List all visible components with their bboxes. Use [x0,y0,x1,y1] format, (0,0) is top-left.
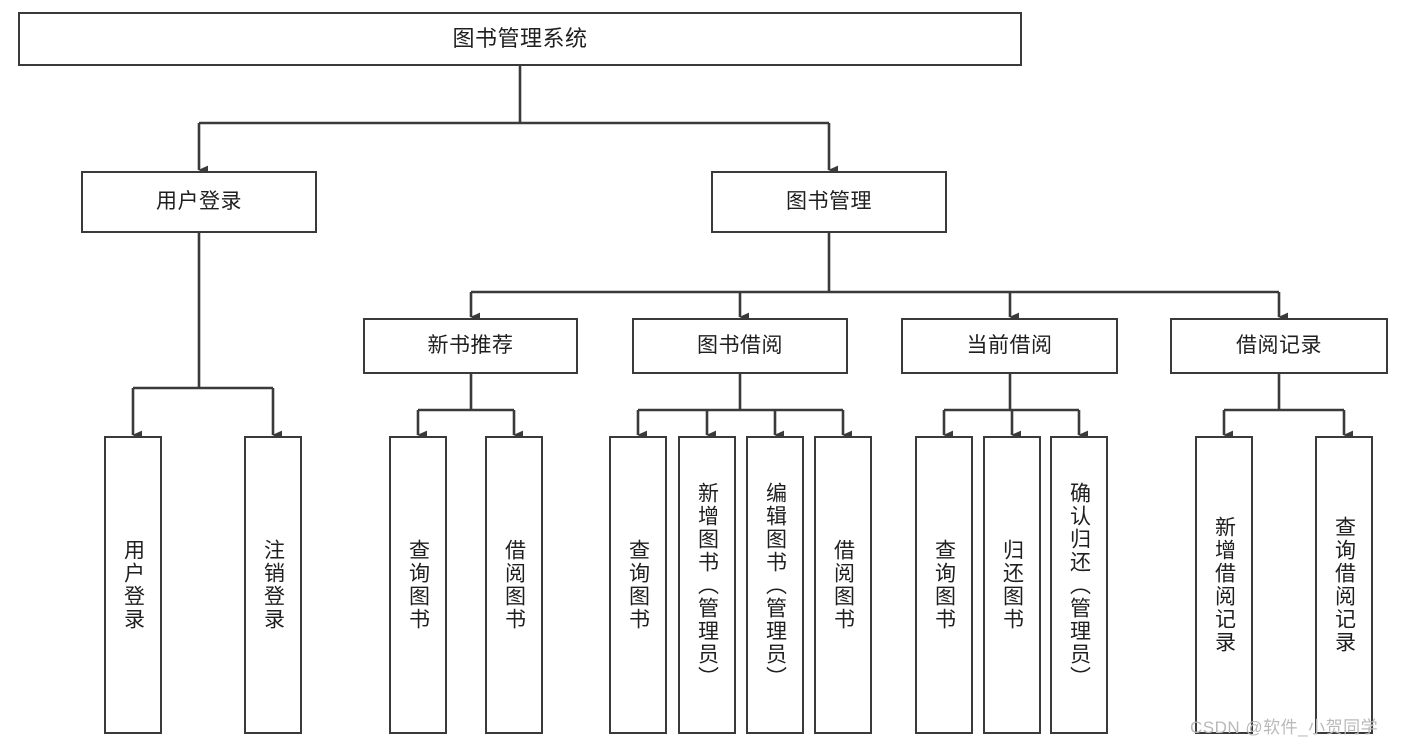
leaf-user-login[interactable]: 用户登录 [104,436,162,734]
node-label: 归还图书 [1000,539,1024,631]
node-label: 图书借阅 [697,334,783,358]
leaf-logout[interactable]: 注销登录 [244,436,302,734]
node-current-borrowing[interactable]: 当前借阅 [901,318,1118,374]
leaf-confirm-return[interactable]: 确认归还（管理员） [1050,436,1108,734]
node-label: 用户登录 [121,539,145,631]
leaf-borrow-book-recommendation[interactable]: 借阅图书 [485,436,543,734]
node-label: 借阅图书 [502,539,526,631]
node-label: 借阅图书 [831,539,855,631]
node-label: 当前借阅 [966,334,1053,358]
leaf-query-book-recommendation[interactable]: 查询图书 [389,436,447,734]
node-label: 注销登录 [261,539,285,631]
node-label: 新书推荐 [427,334,514,358]
node-new-book-recommendation[interactable]: 新书推荐 [363,318,578,374]
node-label: 新增借阅记录 [1212,516,1236,654]
node-label: 查询借阅记录 [1332,516,1356,654]
node-label: 查询图书 [626,539,650,631]
leaf-add-book[interactable]: 新增图书（管理员） [678,436,736,734]
node-label: 确认归还（管理员） [1067,481,1091,689]
node-book-borrowing[interactable]: 图书借阅 [632,318,848,374]
csdn-watermark: CSDN @软件_小贺同学 [1190,718,1379,737]
leaf-edit-book[interactable]: 编辑图书（管理员） [746,436,804,734]
leaf-query-borrowing-record[interactable]: 查询借阅记录 [1315,436,1373,734]
leaf-borrow-book[interactable]: 借阅图书 [814,436,872,734]
node-label: 图书管理系统 [452,25,588,51]
leaf-query-book-current[interactable]: 查询图书 [915,436,973,734]
node-label: 查询图书 [406,539,430,631]
node-label: 图书管理 [786,190,872,214]
node-label: 用户登录 [156,190,242,214]
node-label: 借阅记录 [1236,334,1322,358]
node-book-management[interactable]: 图书管理 [711,171,947,233]
node-borrowing-records[interactable]: 借阅记录 [1170,318,1388,374]
node-user-login[interactable]: 用户登录 [81,171,317,233]
leaf-return-book[interactable]: 归还图书 [983,436,1041,734]
node-label: 新增图书（管理员） [695,481,719,689]
leaf-add-borrowing-record[interactable]: 新增借阅记录 [1195,436,1253,734]
node-root-system[interactable]: 图书管理系统 [18,12,1022,66]
leaf-query-book-borrowing[interactable]: 查询图书 [609,436,667,734]
node-label: 查询图书 [932,539,956,631]
node-label: 编辑图书（管理员） [763,481,787,689]
